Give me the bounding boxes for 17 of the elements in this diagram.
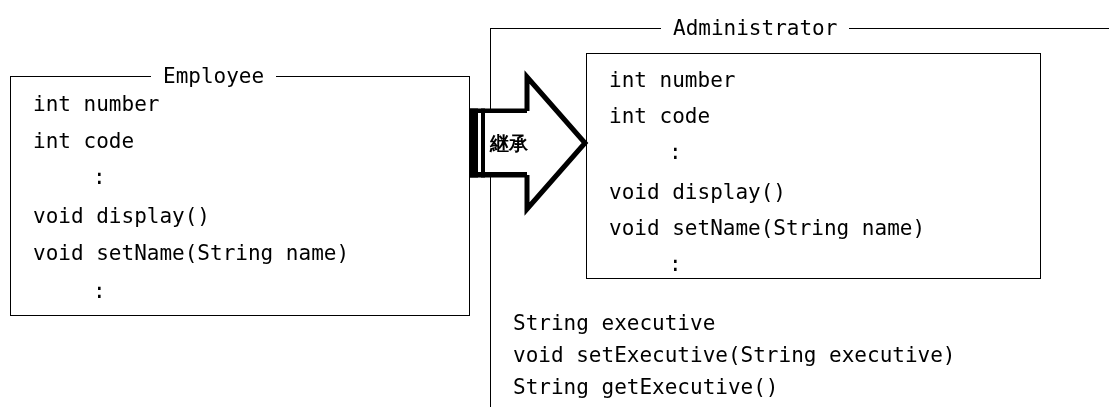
member-text: int number (609, 67, 736, 93)
member-text: void setName(String name) (33, 240, 350, 266)
member-text: void display() (33, 203, 210, 229)
member-text: int code (33, 128, 135, 154)
member-text: void display() (609, 179, 786, 205)
member-text: void setName(String name) (609, 215, 926, 241)
member-text: void setExecutive(String executive) (513, 342, 956, 368)
member-text: : (93, 278, 106, 304)
member-text: String executive (513, 310, 716, 336)
edge-label: 継承 (490, 132, 528, 154)
member-text: : (669, 251, 682, 277)
member-text: int number (33, 91, 160, 117)
inherited-members-box (586, 53, 1041, 279)
member-text: : (93, 164, 106, 190)
member-text: int code (609, 103, 711, 129)
member-text: : (669, 139, 682, 165)
member-text: String getExecutive() (513, 374, 779, 400)
